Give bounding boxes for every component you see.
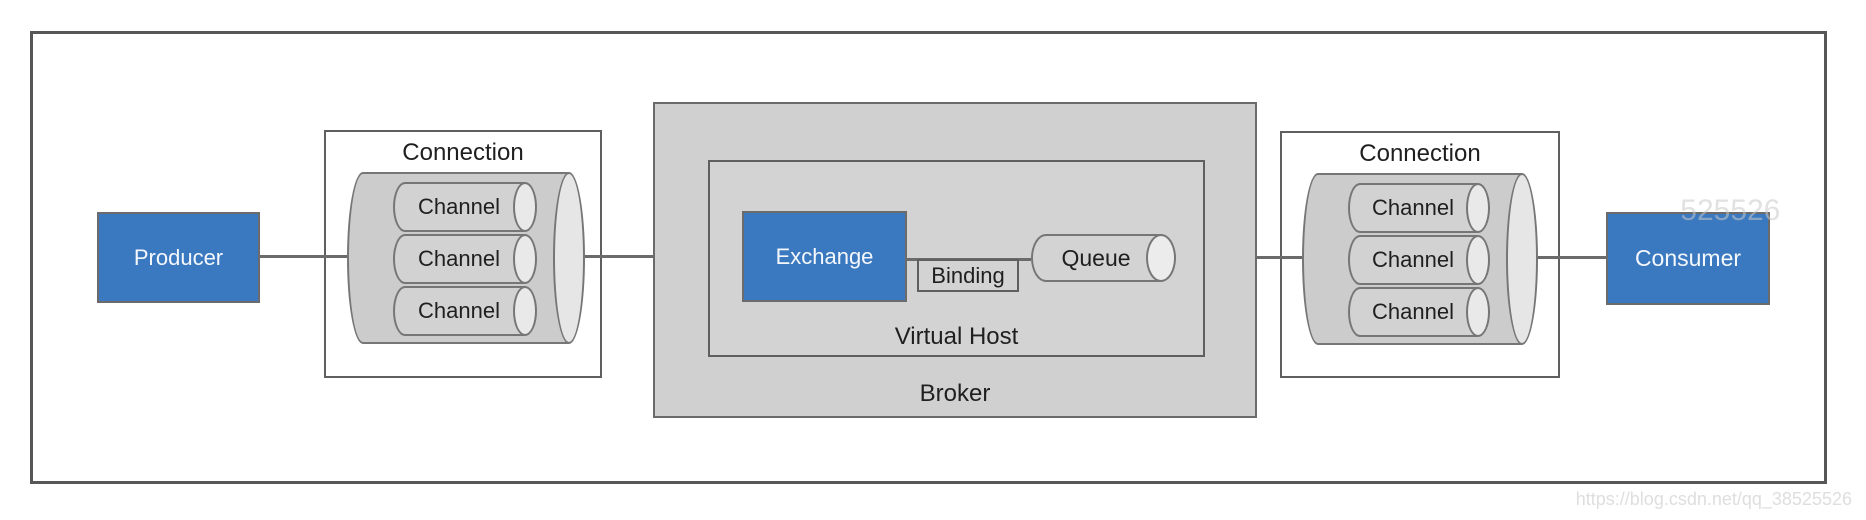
channel-label: Channel <box>418 194 500 219</box>
connector-connection-to-broker <box>583 255 655 258</box>
cylinder-body <box>1031 234 1161 282</box>
cylinder-body <box>393 286 525 336</box>
producer-node: Producer <box>97 212 260 303</box>
cylinder-body <box>1348 235 1478 285</box>
cylinder-body <box>393 182 525 232</box>
channel-cylinder: Channel <box>393 234 537 284</box>
channel-cylinder: Channel <box>1348 235 1490 285</box>
channel-cylinder: Channel <box>393 182 537 232</box>
connector-broker-to-connection <box>1255 256 1304 259</box>
cylinder-cap <box>513 234 537 284</box>
producer-label: Producer <box>133 244 224 270</box>
channel-cylinder: Channel <box>393 286 537 336</box>
virtual-host-box: Exchange Binding Queue Virtual Host <box>708 160 1205 357</box>
channel-cylinder: Channel <box>1348 287 1490 337</box>
consumer-label: Consumer <box>1634 245 1742 271</box>
left-connection-label: Connection <box>402 139 524 166</box>
cylinder-cap <box>553 172 585 344</box>
right-connection-label: Connection <box>1359 140 1481 167</box>
broker-label: Broker <box>919 380 991 407</box>
cylinder-cap <box>1466 287 1490 337</box>
channel-label: Channel <box>418 246 500 271</box>
channel-label: Channel <box>1372 299 1454 324</box>
channel-label: Channel <box>1372 247 1454 272</box>
cylinder-cap <box>1466 183 1490 233</box>
cylinder-body <box>1348 287 1478 337</box>
consumer-node: Consumer <box>1606 212 1770 305</box>
virtual-host-label: Virtual Host <box>894 323 1019 350</box>
cylinder-cap <box>1466 235 1490 285</box>
queue-label: Queue <box>1061 244 1131 271</box>
channel-cylinder: Channel <box>1348 183 1490 233</box>
connector-connection-to-consumer <box>1536 256 1608 259</box>
cylinder-cap <box>1146 234 1176 282</box>
queue-cylinder: Queue <box>1031 234 1176 282</box>
broker-box: Exchange Binding Queue Virtual Host Brok… <box>653 102 1257 418</box>
cylinder-body <box>1348 183 1478 233</box>
binding-label: Binding <box>931 262 1005 288</box>
cylinder-cap <box>513 182 537 232</box>
exchange-node: Exchange <box>742 211 907 302</box>
cylinder-cap <box>513 286 537 336</box>
exchange-label: Exchange <box>775 243 874 269</box>
channel-label: Channel <box>1372 195 1454 220</box>
cylinder-body <box>393 234 525 284</box>
cylinder-cap <box>1506 173 1538 345</box>
channel-label: Channel <box>418 298 500 323</box>
watermark-url: https://blog.csdn.net/qq_38525526 <box>1575 489 1852 509</box>
connector-producer-to-connection <box>258 255 349 258</box>
binding-node: Binding <box>917 259 1019 292</box>
